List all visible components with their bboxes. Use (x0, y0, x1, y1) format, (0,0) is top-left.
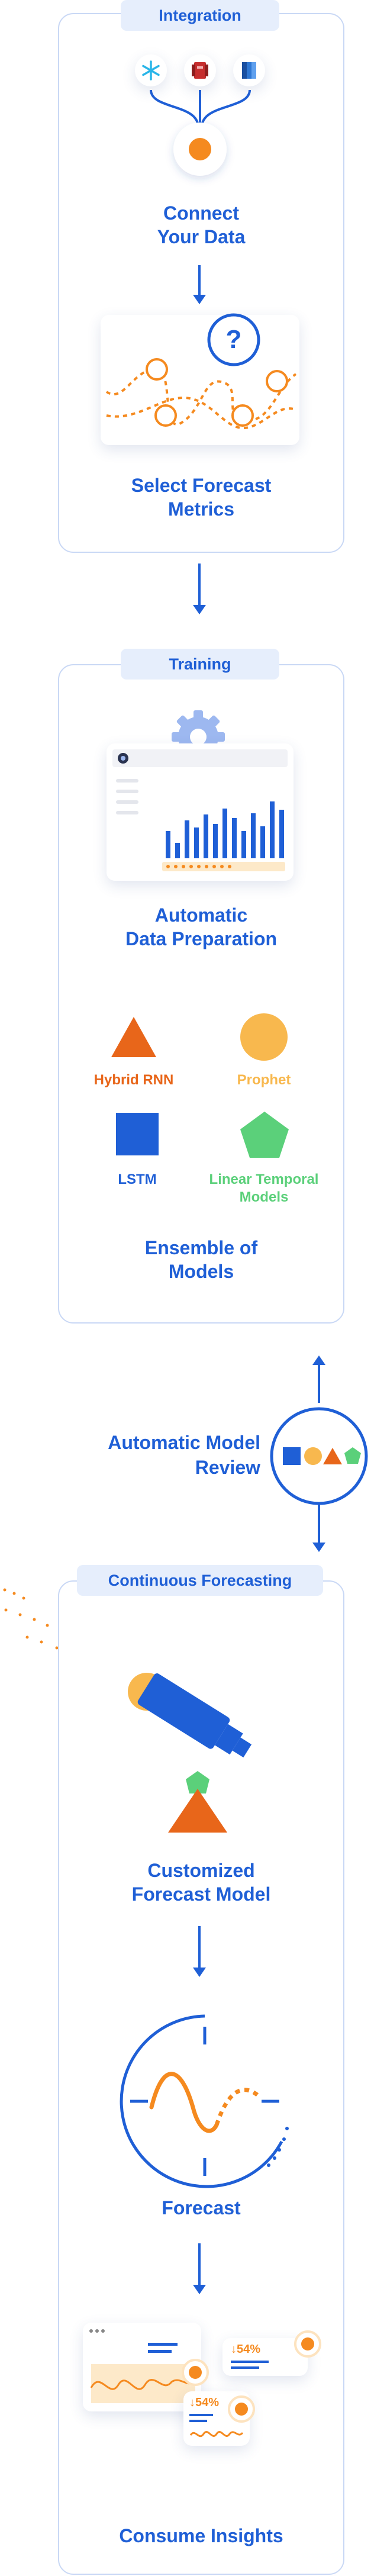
model-label-lstm: LSTM (118, 1171, 157, 1187)
question-mark-icon: ? (225, 325, 242, 354)
forecasting-pill: Continuous Forecasting (77, 1565, 323, 1596)
prophet-circle-icon (240, 1013, 288, 1061)
metrics-chart-card: ? (101, 313, 299, 445)
customized-model-label: Customized Forecast Model (131, 1860, 271, 1905)
arrow-down-icon (193, 564, 206, 614)
insight-top-card: ↓54% (222, 2338, 308, 2376)
training-pill: Training (121, 649, 279, 680)
arrow-down-icon (193, 1926, 206, 1977)
model-review-label: Automatic Model Review (108, 1432, 260, 1478)
ensemble-label: Ensemble of Models (144, 1237, 258, 1282)
data-prep-window (107, 743, 294, 881)
review-cycle-diagram (270, 1355, 368, 1552)
connect-data-label: Connect Your Data (157, 202, 246, 247)
gear-icon (172, 710, 225, 757)
insight-main-card (83, 2323, 201, 2411)
forecast-label: Forecast (162, 2197, 241, 2218)
model-label-hybrid-rnn: Hybrid RNN (93, 1072, 174, 1088)
insight-badge-0: ↓54% (231, 2343, 261, 2356)
database-icon (233, 54, 265, 86)
integration-pill: Integration (121, 0, 279, 31)
lstm-square-icon (116, 1113, 159, 1155)
snowflake-icon (135, 54, 167, 86)
redshift-icon (184, 54, 216, 86)
insight-markers (182, 2330, 321, 2423)
arrow-down-icon (193, 265, 206, 304)
insight-badge-1: ↓54% (189, 2396, 220, 2409)
data-preparation-label: Automatic Data Preparation (125, 904, 278, 949)
linear-temporal-pentagon-icon (240, 1112, 289, 1158)
hybrid-rnn-triangle-icon (111, 1017, 156, 1057)
telescope-icon (128, 1673, 252, 1833)
model-label-prophet: Prophet (237, 1072, 291, 1088)
forecast-clock-icon (120, 2014, 289, 2188)
arrow-down-icon (193, 2243, 206, 2294)
model-label-linear-temporal: Linear Temporal Models (209, 1171, 319, 1205)
select-metrics-label: Select Forecast Metrics (131, 475, 272, 520)
data-sources-diagram (150, 89, 251, 176)
consume-insights-label: Consume Insights (119, 2525, 283, 2546)
